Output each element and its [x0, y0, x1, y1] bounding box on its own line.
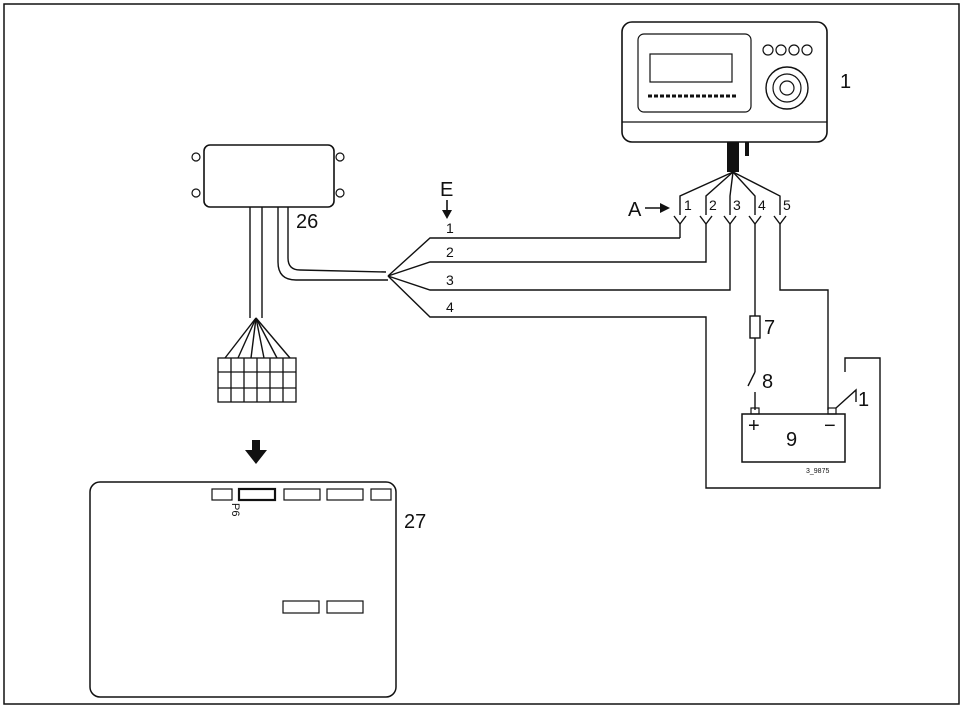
label-switch: 8: [762, 371, 773, 393]
harness-wires: [387, 237, 881, 489]
reference-code: 3_9875: [806, 468, 829, 475]
pin-labels: 1 2 3 4 5: [684, 197, 791, 213]
battery-icon: [741, 407, 846, 463]
label-module: 26: [296, 211, 318, 233]
fanout-wires: [679, 171, 781, 215]
wire-label: 2: [446, 244, 454, 260]
label-battery: 9: [786, 429, 797, 451]
ground-strap: [835, 388, 857, 409]
battery-plus: +: [748, 415, 760, 437]
module-box: [191, 144, 345, 208]
label-control-unit: 1: [840, 71, 851, 93]
wire-label: 3: [446, 272, 454, 288]
arrow-a-icon: [645, 203, 670, 213]
label-connector-a: A: [628, 199, 642, 221]
label-fuse: 7: [764, 317, 775, 339]
pin-label: 4: [758, 197, 766, 213]
harness-wire-labels: 1 2 3 4: [446, 220, 454, 315]
fuse-panel: [89, 481, 397, 698]
pin-label: 5: [783, 197, 791, 213]
pin-label: 1: [684, 197, 692, 213]
fuse-icon: [749, 315, 761, 339]
arrow-down-icon: [245, 440, 267, 464]
frame-border: [3, 3, 960, 705]
label-ground: 1: [858, 389, 869, 411]
module-cable: [277, 207, 388, 281]
battery-minus: −: [824, 415, 836, 437]
pin-label: 2: [709, 197, 717, 213]
pin-contacts: [673, 215, 787, 238]
label-panel: 27: [404, 511, 426, 533]
control-unit: [621, 21, 828, 172]
feed-circuit: [747, 238, 761, 410]
ground-wire: [779, 238, 829, 410]
pin-label: 3: [733, 197, 741, 213]
label-harness-e: E: [440, 179, 453, 201]
wire-label: 1: [446, 220, 454, 236]
switch-icon: [747, 371, 756, 387]
wire-label: 4: [446, 299, 454, 315]
arrow-e-icon: [442, 200, 452, 219]
module-down-cable: [224, 207, 291, 359]
label-pin-tag: P6: [229, 503, 241, 516]
multipin-connector: [217, 357, 297, 403]
